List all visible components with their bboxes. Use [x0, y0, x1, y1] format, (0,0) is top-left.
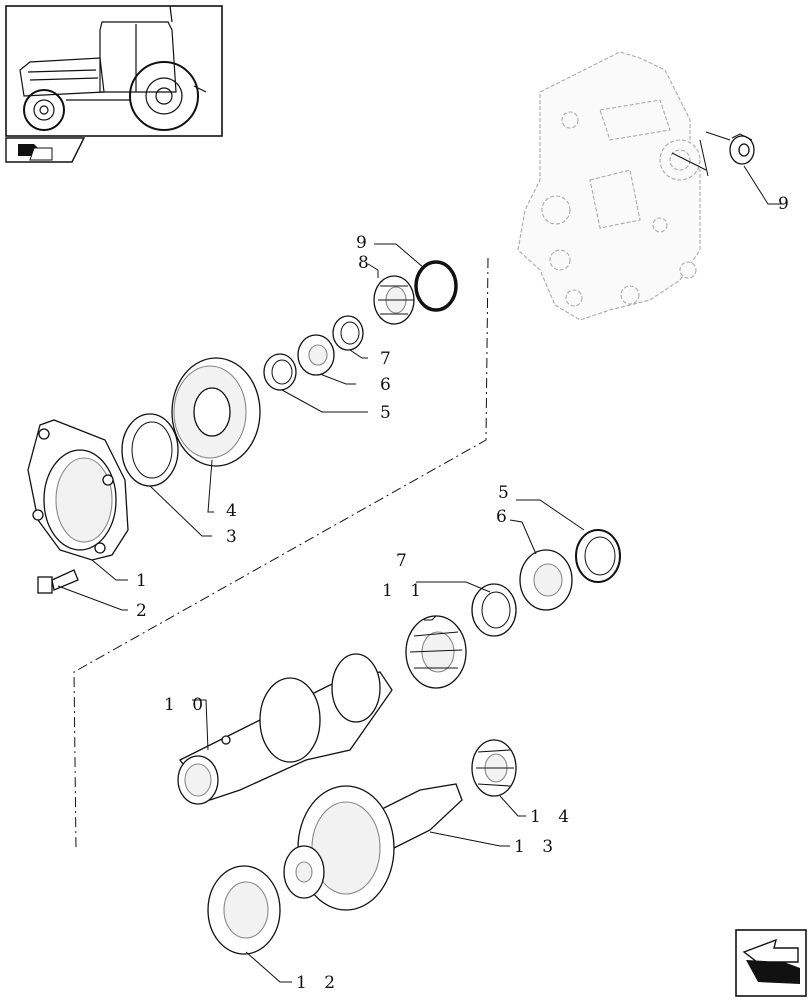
- gearbox-housing: [517, 51, 709, 321]
- roller-bearing-12: [207, 865, 281, 955]
- callout-6-upper: 6: [380, 375, 397, 395]
- washer-6-mid: [519, 549, 573, 611]
- shaft-10: [177, 653, 393, 805]
- callout-12: 1 2: [296, 973, 341, 993]
- snap-ring-5-upper: [263, 353, 297, 391]
- tractor-thumbnail[interactable]: [5, 5, 223, 137]
- next-page-arrow-icon: [742, 938, 800, 984]
- callout-9-ring: 9: [356, 233, 373, 253]
- tractor-thumbnail-icon: [19, 5, 207, 131]
- bearing-cover-plate: [27, 419, 129, 561]
- snap-ring-3: [121, 413, 179, 487]
- callout-10: 1 0: [164, 695, 209, 715]
- ball-bearing-4: [171, 357, 261, 467]
- dashed-group-boundary: [73, 257, 489, 851]
- callout-7-mid: 7: [396, 551, 413, 571]
- needle-bearing-8: [373, 275, 415, 325]
- bolt: [37, 569, 79, 594]
- next-page-button[interactable]: [735, 929, 807, 997]
- callout-1: 1: [136, 571, 153, 591]
- leader-9-housing: [705, 131, 731, 141]
- callout-7-upper: 7: [380, 349, 397, 369]
- callout-2: 2: [136, 601, 153, 621]
- callout-13: 1 3: [514, 837, 559, 857]
- callout-5-mid: 5: [498, 483, 515, 503]
- book-arrow-tab[interactable]: [5, 137, 86, 163]
- callout-3: 3: [226, 527, 243, 547]
- snap-ring-7-mid: [471, 583, 517, 637]
- snap-ring-7-upper: [332, 315, 364, 351]
- gear-shaft-13: [283, 783, 463, 911]
- snap-ring-9-upper: [414, 260, 458, 312]
- leader-9-bushing: [743, 165, 784, 205]
- needle-bearing-11: [405, 615, 467, 689]
- needle-bearing-14: [471, 739, 517, 797]
- callout-11: 1 1: [382, 581, 427, 601]
- bushing-9: [729, 133, 755, 165]
- callout-9-housing: 9: [778, 194, 795, 214]
- callout-4: 4: [226, 501, 243, 521]
- washer-6-upper: [297, 334, 335, 376]
- snap-ring-5-mid: [575, 529, 621, 583]
- callout-14: 1 4: [530, 807, 575, 827]
- callout-5-upper: 5: [380, 403, 397, 423]
- leader-lines: [57, 243, 585, 983]
- callout-8: 8: [358, 253, 375, 273]
- callout-6-mid: 6: [496, 507, 513, 527]
- book-arrow-icon: [18, 144, 53, 161]
